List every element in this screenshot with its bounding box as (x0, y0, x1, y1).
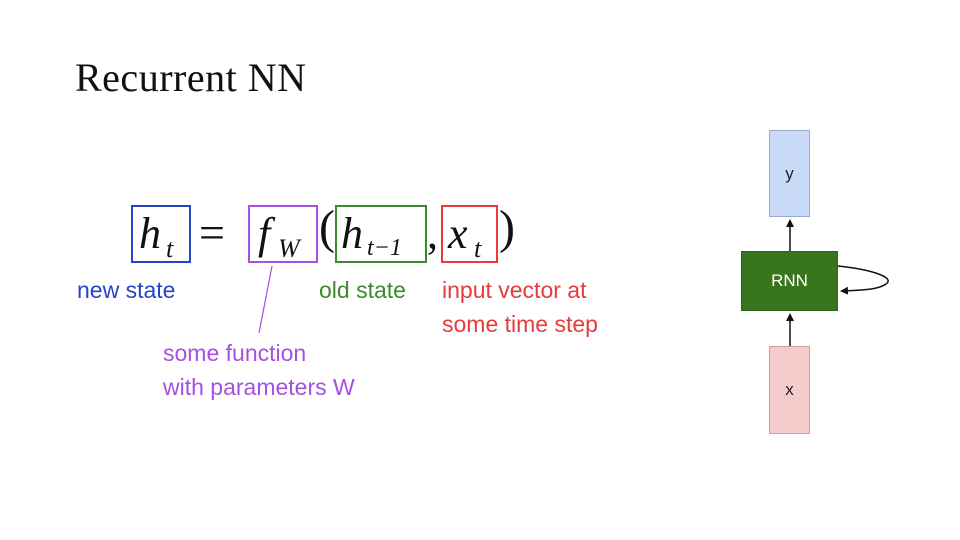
comma: , (427, 209, 438, 258)
arg1-h: h (341, 209, 363, 258)
arg1-sub-t-minus-1: t−1 (367, 235, 402, 261)
input-box (441, 205, 498, 263)
input-vector-label-line2: some time step (442, 311, 598, 337)
close-paren: ) (499, 201, 515, 254)
new-state-label: new state (77, 277, 176, 303)
func-f: f (258, 209, 271, 258)
lhs-h: h (139, 209, 161, 258)
output-node: y (769, 130, 810, 217)
new-state-box (131, 205, 191, 263)
arg2-sub-t: t (474, 234, 482, 263)
recurrent-loop-arrow (837, 265, 889, 295)
function-label-line1: some function (163, 340, 307, 366)
function-label-line2: with parameters W (163, 374, 355, 400)
old-state-box (335, 205, 427, 263)
func-sub-w: W (278, 234, 300, 263)
output-node-label: y (785, 163, 794, 183)
arg2-x: x (448, 209, 468, 258)
input-vector-label-line1: input vector at (442, 277, 587, 303)
equals-sign: = (199, 207, 225, 258)
open-paren: ( (319, 201, 335, 254)
function-box (248, 205, 318, 263)
slide-title: Recurrent NN (75, 55, 307, 100)
rnn-node-label: RNN (771, 271, 808, 290)
input-node: x (769, 346, 810, 434)
rnn-node: RNN (741, 251, 838, 311)
input-node-label: x (785, 380, 794, 399)
function-label: some function with parameters W (163, 336, 355, 404)
function-pointer-line (258, 265, 273, 334)
old-state-label: old state (319, 277, 406, 303)
input-vector-label: input vector at some time step (442, 273, 598, 341)
lhs-sub-t: t (166, 234, 174, 263)
